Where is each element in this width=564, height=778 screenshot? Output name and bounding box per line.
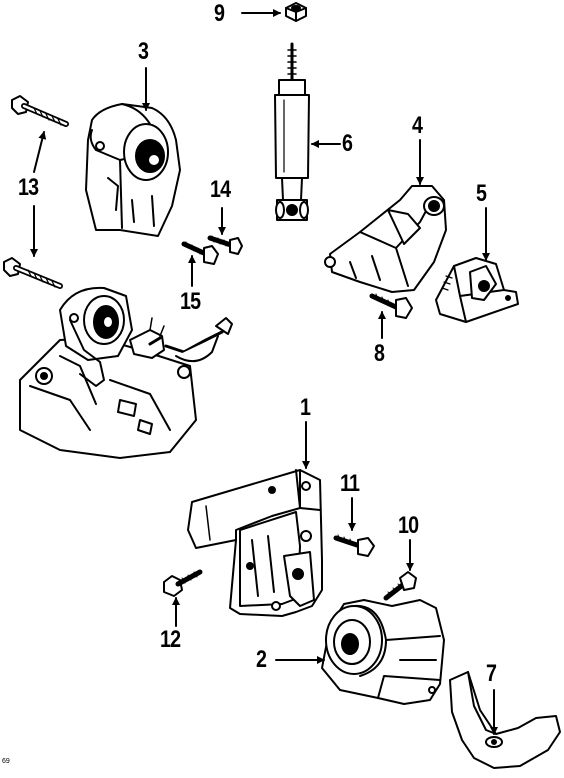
callout-9: 9 (214, 0, 225, 27)
callout-13: 13 (18, 174, 39, 201)
nut-part-9 (285, 2, 307, 22)
mount-bracket-part-1 (187, 469, 323, 617)
callout-7: 7 (486, 660, 497, 687)
callout-3: 3 (138, 38, 149, 65)
bolt-part-15 (181, 241, 219, 265)
callout-5: 5 (476, 180, 487, 207)
bolt-part-13-upper (11, 95, 69, 127)
engine-mount-part-5 (435, 257, 519, 323)
bolt-part-14 (207, 235, 243, 255)
callout-6: 6 (342, 130, 353, 157)
bolt-part-12 (163, 569, 203, 597)
callout-15: 15 (180, 288, 201, 315)
bolt-part-8 (369, 293, 413, 319)
engine-mount-part-3 (85, 103, 181, 237)
callout-10: 10 (398, 512, 419, 539)
bolt-part-10 (383, 571, 417, 601)
engine-block-assembly (19, 286, 233, 459)
callout-14: 14 (210, 176, 231, 203)
callout-8: 8 (374, 340, 385, 367)
mount-bracket-part-4 (324, 185, 447, 293)
leader-13-up (33, 131, 47, 173)
bolt-part-11 (333, 534, 375, 557)
bolt-part-13-lower (3, 257, 63, 289)
shock-absorber-part-6 (274, 42, 310, 221)
callout-12: 12 (160, 626, 181, 653)
callout-11: 11 (340, 470, 360, 497)
footnote-code: 69 (2, 758, 10, 765)
callout-2: 2 (256, 646, 267, 673)
callout-1: 1 (300, 394, 311, 421)
callout-4: 4 (412, 112, 423, 139)
engine-mount-part-2 (321, 599, 445, 705)
heat-shield-part-7 (449, 671, 561, 769)
